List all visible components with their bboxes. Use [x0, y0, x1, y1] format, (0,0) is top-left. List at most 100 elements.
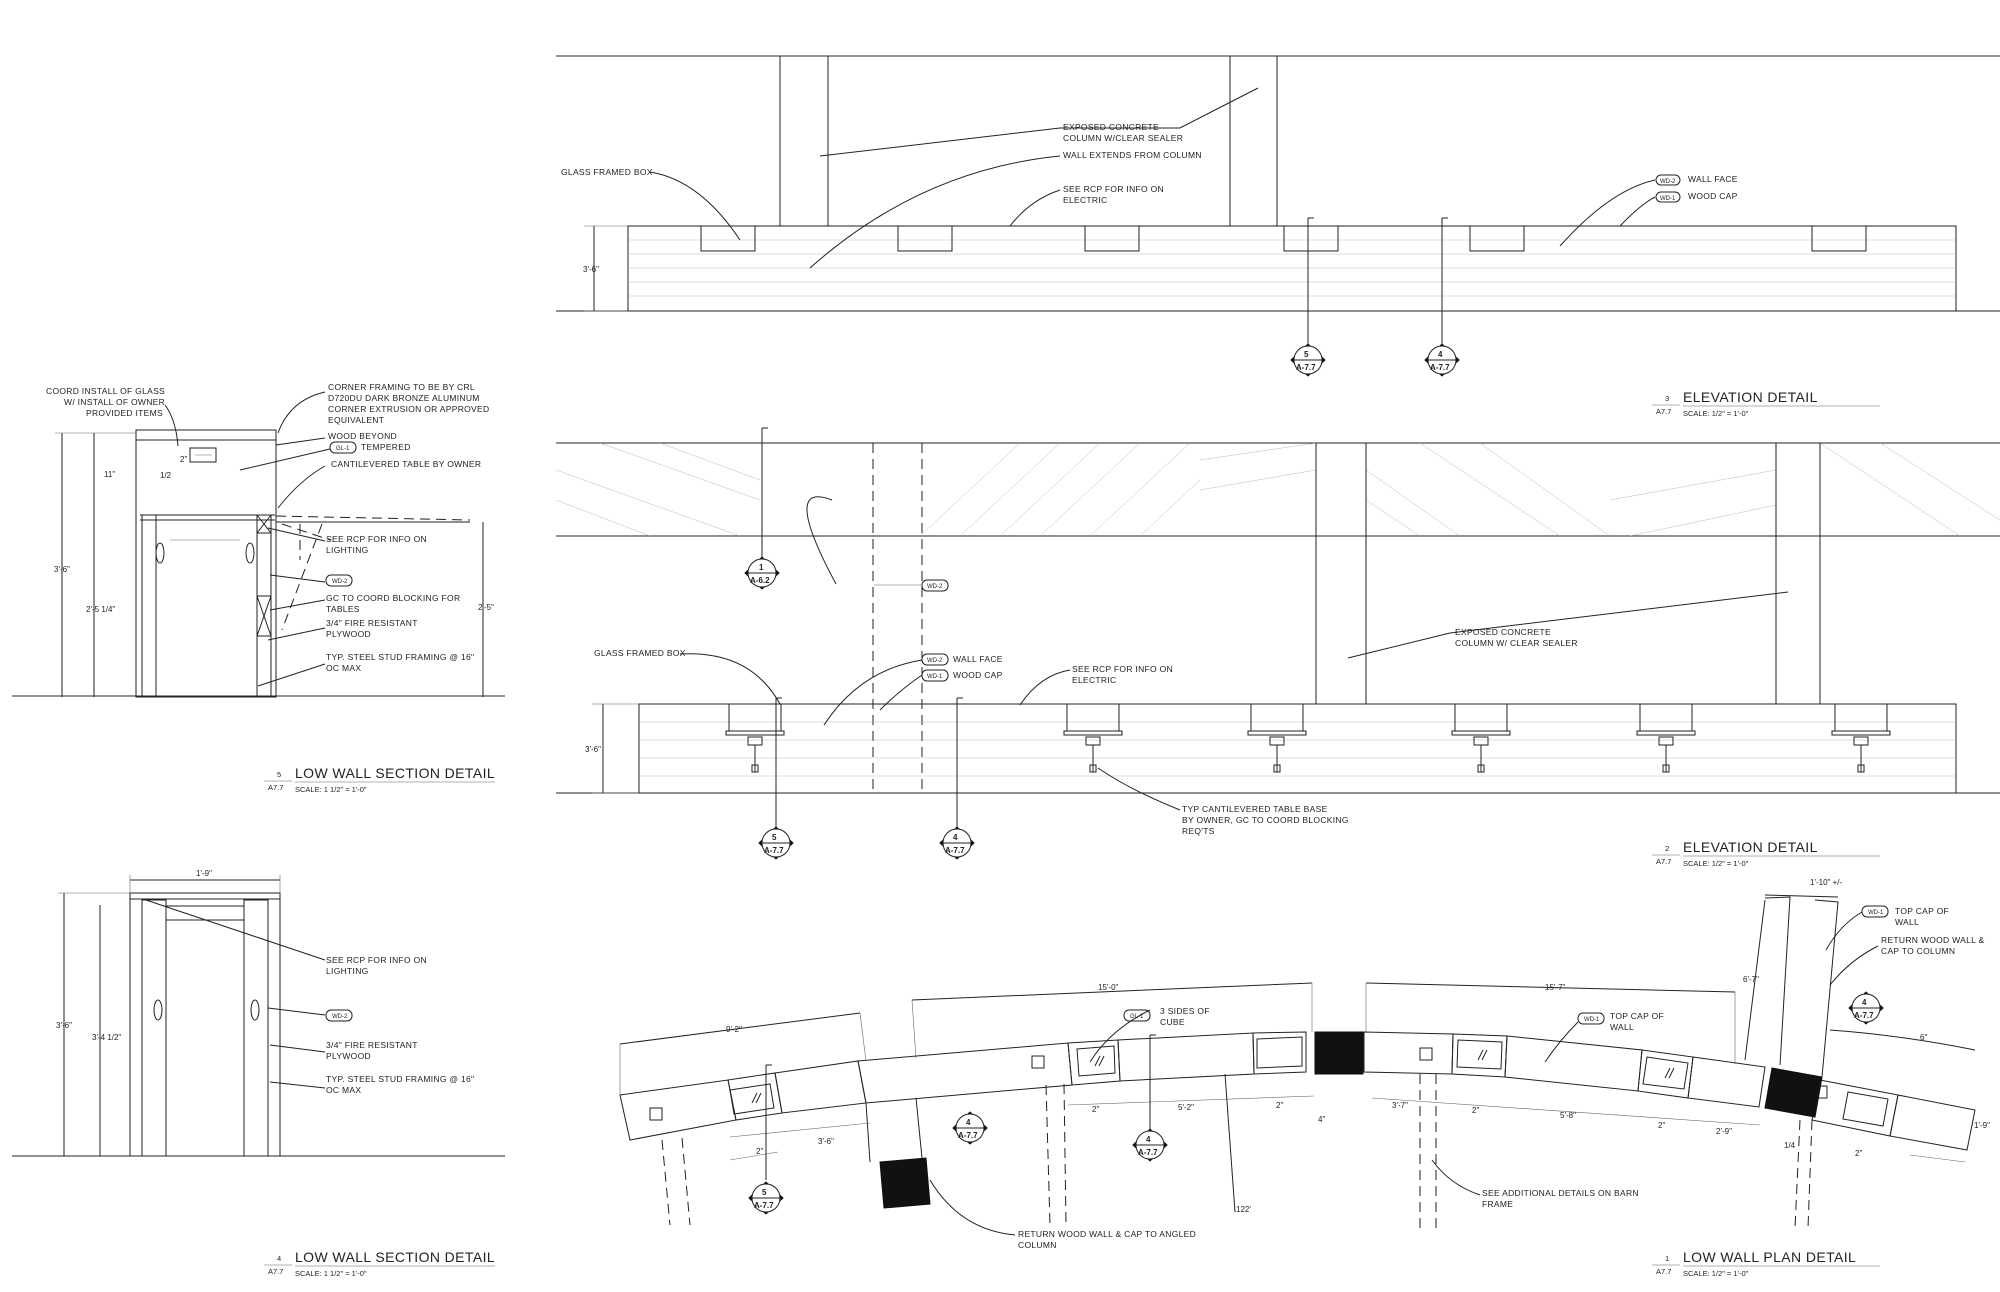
- d2-scale: SCALE: 1/2" = 1'-0": [1683, 859, 1749, 868]
- d3-note-exposed-2: COLUMN W/CLEAR SEALER: [1063, 133, 1183, 143]
- d5-note-wood-beyond: WOOD BEYOND: [328, 431, 397, 441]
- d2-callout-4[interactable]: 4 A-7.7: [939, 826, 975, 860]
- d1-tag-cap-mid-label: WD-1: [1584, 1017, 1600, 1023]
- d1-callout-4c-num: 4: [1862, 998, 1867, 1007]
- d3-scale: SCALE: 1/2" = 1'-0": [1683, 409, 1749, 418]
- d5-dim-lower: 2'-5 1/4": [86, 605, 115, 614]
- d4-note-stud-2: OC MAX: [326, 1085, 361, 1095]
- d1-callout-4a[interactable]: 4 A-7.7: [952, 1111, 988, 1145]
- d5-note-gc-2: TABLES: [326, 604, 360, 614]
- d3-callout-4-num: 4: [1438, 350, 1443, 359]
- detail-3-elevation: 3'-6" EXPOSED CONCRETE COLUMN W/CLEAR SE…: [556, 55, 2000, 418]
- d1-dim-19: 1'-9": [1974, 1121, 1990, 1130]
- d5-note-gc-1: GC TO COORD BLOCKING FOR: [326, 593, 460, 603]
- d4-dim-inner: 3'-4 1/2": [92, 1033, 121, 1042]
- d2-title: ELEVATION DETAIL: [1683, 839, 1818, 855]
- d2-callout-1-sheet: A-6.2: [750, 576, 770, 585]
- d5-dim-half: 1/2: [160, 471, 172, 480]
- d1-note-barn-2: FRAME: [1482, 1199, 1513, 1209]
- d2-callout-1-num: 1: [759, 563, 764, 572]
- d5-note-corner-4: EQUIVALENT: [328, 415, 384, 425]
- d1-dim-2a: 2": [756, 1147, 763, 1156]
- d3-callout-5-sheet: A-7.7: [1296, 363, 1316, 372]
- d5-note-coord-2: W/ INSTALL OF OWNER: [64, 397, 165, 407]
- d3-note-wall-extends: WALL EXTENDS FROM COLUMN: [1063, 150, 1202, 160]
- d3-note-wood-cap: WOOD CAP: [1688, 191, 1738, 201]
- d3-tag-wall-face: [1655, 174, 1681, 186]
- d3-tag-wood-cap: [1655, 191, 1681, 203]
- d1-callout-4c-sheet: A-7.7: [1854, 1011, 1874, 1020]
- d5-tag-wood: [325, 574, 353, 587]
- d1-dim-radius: 122': [1236, 1205, 1251, 1214]
- detail-5-section: 3'-6" 2'-5 1/4" 2'-5" 11" 2" 1/2 COORD I…: [12, 382, 505, 794]
- d1-dim-seg-b: 15'-0": [1098, 983, 1119, 992]
- d2-callout-4-num: 4: [953, 833, 958, 842]
- d1-callout-4b-sheet: A-7.7: [1138, 1148, 1158, 1157]
- d3-note-wall-face: WALL FACE: [1688, 174, 1738, 184]
- d5-sheet: A7.7: [268, 783, 283, 792]
- d1-tag-cap-right-label: WD-1: [1868, 910, 1884, 916]
- d3-note-glass-box: GLASS FRAMED BOX: [561, 167, 653, 177]
- d4-note-plywood-2: PLYWOOD: [326, 1051, 371, 1061]
- d1-dim-14: 1/4: [1784, 1141, 1796, 1150]
- d3-note-see-rcp-2: ELECTRIC: [1063, 195, 1107, 205]
- d5-note-stud-1: TYP. STEEL STUD FRAMING @ 16": [326, 652, 474, 662]
- d3-callout-4[interactable]: 4 A-7.7: [1424, 343, 1460, 377]
- d3-tag-wall-face-label: WD-2: [1660, 179, 1676, 185]
- d2-callout-4-sheet: A-7.7: [945, 846, 965, 855]
- d5-note-cantilevered: CANTILEVERED TABLE BY OWNER: [331, 459, 481, 469]
- detail-4-section: 1'-9" 3'-6" 3'-4 1/2" SEE RCP FOR INFO O…: [12, 869, 505, 1278]
- d5-note-corner-1: CORNER FRAMING TO BE BY CRL: [328, 382, 475, 392]
- d1-title: LOW WALL PLAN DETAIL: [1683, 1249, 1856, 1265]
- d1-dim-58: 5'-8": [1560, 1111, 1576, 1120]
- d2-note-exposed-2: COLUMN W/ CLEAR SEALER: [1455, 638, 1578, 648]
- d1-callout-4b[interactable]: 4 A-7.7: [1132, 1128, 1168, 1162]
- d5-note-coord-3: PROVIDED ITEMS: [86, 408, 163, 418]
- d1-dim-29: 2'-9": [1716, 1127, 1732, 1136]
- d2-note-wood-cap: WOOD CAP: [953, 670, 1003, 680]
- d1-callout-5-num: 5: [762, 1188, 767, 1197]
- d2-callout-5-num: 5: [772, 833, 777, 842]
- d3-title: ELEVATION DETAIL: [1683, 389, 1818, 405]
- d2-note-see-rcp-2: ELECTRIC: [1072, 675, 1116, 685]
- d5-dim-table: 2'-5": [478, 603, 494, 612]
- d5-tag-glass-label: GL-1: [336, 446, 350, 452]
- d1-dim-seg-c: 15'-7": [1545, 983, 1566, 992]
- d2-tag-wall-face: [921, 653, 949, 666]
- d1-tag-cap-mid: [1577, 1012, 1605, 1025]
- d2-tag-wood-cap: [921, 669, 949, 682]
- d2-note-exposed-1: EXPOSED CONCRETE: [1455, 627, 1551, 637]
- d1-dim-r6: 6": [1920, 1033, 1927, 1042]
- d1-dim-2e: 2": [1658, 1121, 1665, 1130]
- d5-title: LOW WALL SECTION DETAIL: [295, 765, 495, 781]
- d1-tag-cube: [1123, 1009, 1151, 1022]
- d5-tag-wood-label: WD-2: [332, 579, 348, 585]
- d3-height-dim: 3'-6": [583, 265, 599, 274]
- d1-dim-h67: 6'-7": [1743, 975, 1759, 984]
- d5-scale: SCALE: 1 1/2" = 1'-0": [295, 785, 367, 794]
- d5-note-corner-3: CORNER EXTRUSION OR APPROVED: [328, 404, 489, 414]
- d5-note-tempered: TEMPERED: [361, 442, 411, 452]
- d4-tag-wood-label: WD-2: [332, 1014, 348, 1020]
- d2-note-wall-face: WALL FACE: [953, 654, 1003, 664]
- d2-callout-1[interactable]: 1 A-6.2: [744, 556, 780, 590]
- d3-callout-5-num: 5: [1304, 350, 1309, 359]
- d1-callout-5-sheet: A-7.7: [754, 1201, 774, 1210]
- d1-callout-5[interactable]: 5 A-7.7: [748, 1181, 784, 1215]
- d2-note-see-rcp-1: SEE RCP FOR INFO ON: [1072, 664, 1173, 674]
- d1-dim-seg-d: 1'-10" +/-: [1810, 878, 1842, 887]
- d1-note-return-left-2: COLUMN: [1018, 1240, 1057, 1250]
- d2-height-dim: 3'-6": [585, 745, 601, 754]
- d5-note-see-rcp-2: LIGHTING: [326, 545, 369, 555]
- d3-callout-4-sheet: A-7.7: [1430, 363, 1450, 372]
- d2-callout-5[interactable]: 5 A-7.7: [758, 826, 794, 860]
- d5-note-corner-2: D720DU DARK BRONZE ALUMINUM: [328, 393, 480, 403]
- d1-dim-37: 3'-7": [1392, 1101, 1408, 1110]
- d1-callout-4c[interactable]: 4 A-7.7: [1848, 991, 1884, 1025]
- d3-callout-5[interactable]: 5 A-7.7: [1290, 343, 1326, 377]
- d4-dim-overall: 3'-6": [56, 1021, 72, 1030]
- d1-note-cap-mid-1: TOP CAP OF: [1610, 1011, 1664, 1021]
- d2-number: 2: [1665, 844, 1669, 853]
- d4-tag-wood: [325, 1009, 353, 1022]
